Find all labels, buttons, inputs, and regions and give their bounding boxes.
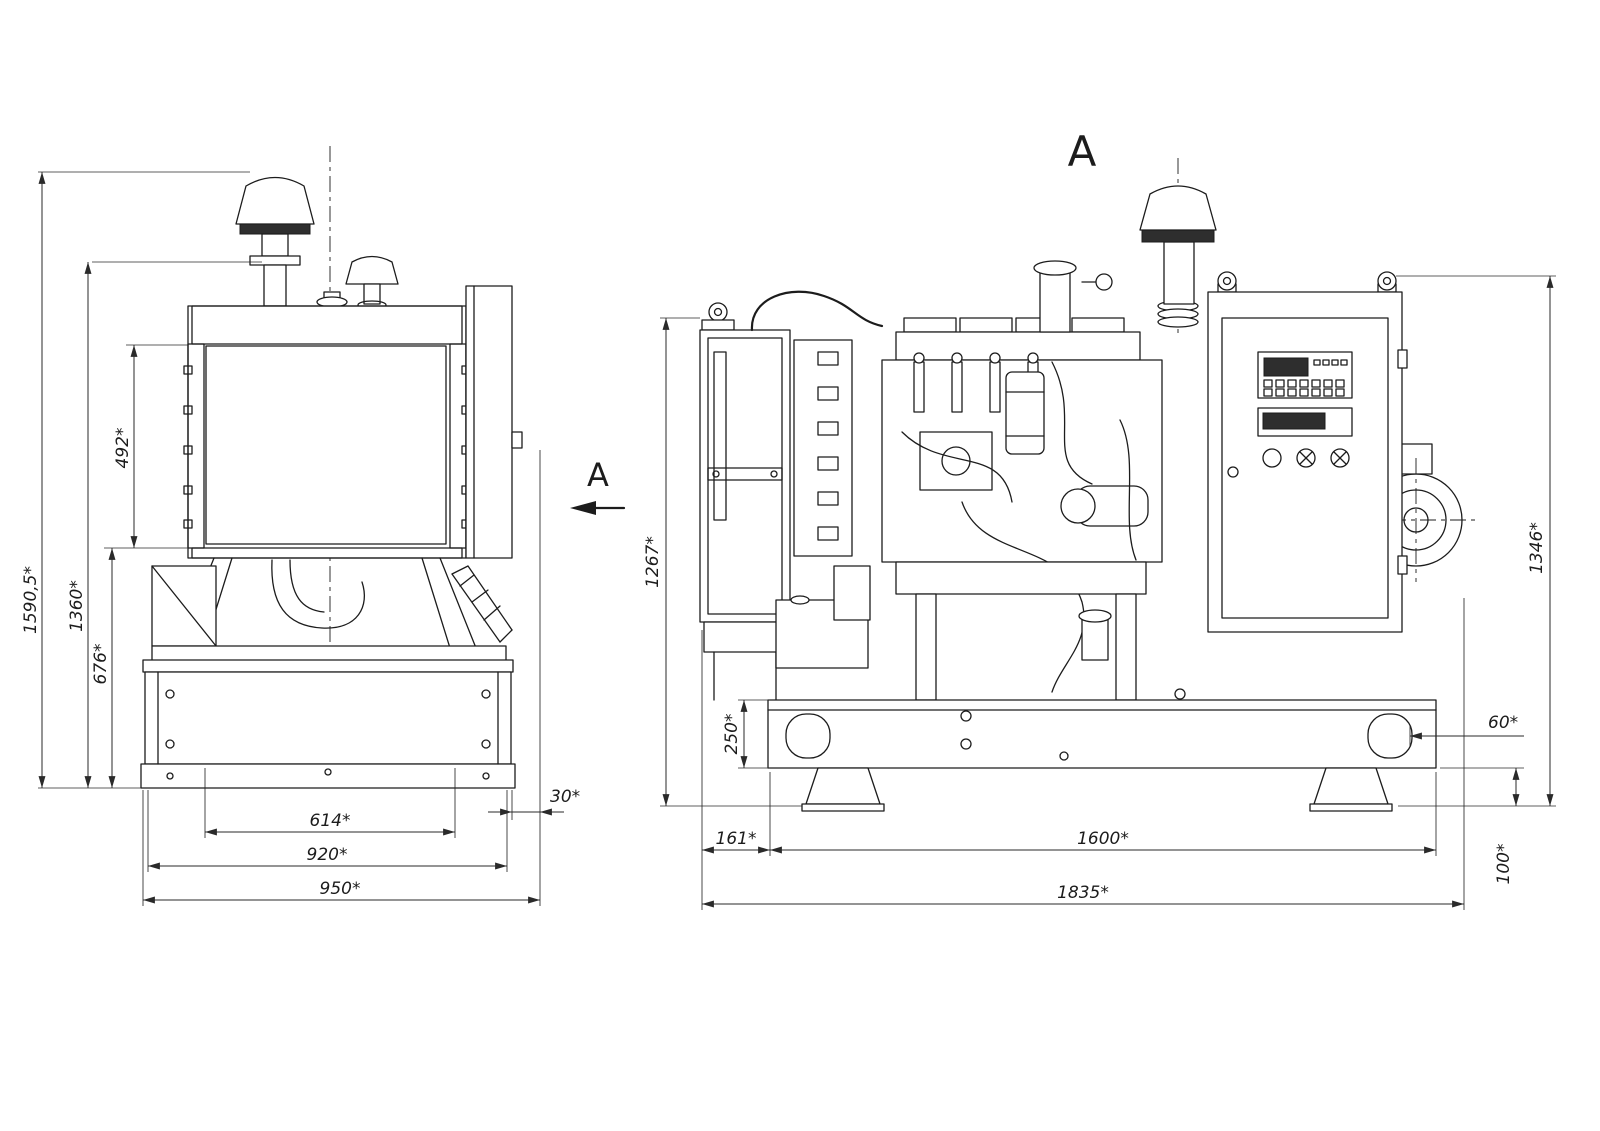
- door-lock: [1227, 466, 1239, 478]
- dim-front-height-to-breather-label: 1360*: [67, 580, 87, 632]
- dim-side-frame-length-label: 1600*: [1077, 829, 1129, 849]
- dim-front-radiator-core: 492*: [113, 345, 138, 548]
- front-breather-cap: [316, 255, 399, 310]
- dim-side-unit-height: 1267*: [643, 318, 670, 806]
- front-extension-lines: [38, 171, 541, 906]
- front-support-frame: [151, 557, 513, 663]
- dim-front-frame-width-label: 920*: [307, 845, 348, 865]
- dim-side-overall-length: 1835*: [702, 883, 1464, 908]
- dim-side-front-overhang-label: 161*: [716, 829, 757, 849]
- dim-side-frame-length: 1600*: [770, 829, 1436, 854]
- side-control-cabinet: [1207, 271, 1408, 633]
- dim-side-frame-height-label: 250*: [722, 714, 742, 755]
- front-exhaust-cap: [235, 176, 315, 307]
- dim-front-overall-height-label: 1590,5*: [21, 566, 41, 634]
- front-view: 1590,5* 1360* 676* 492* 614* 920* 950*: [21, 146, 580, 906]
- dim-side-height-with-eyes: 1346*: [1527, 276, 1554, 806]
- door-hinge-top: [1397, 349, 1408, 369]
- dim-side-foot-height-label: 100*: [1494, 844, 1514, 885]
- dim-front-side-projection: 30*: [488, 787, 580, 816]
- side-engine: [833, 260, 1163, 701]
- side-view: 1267* 250* 161* 1600* 1835* 100* 60* 13: [643, 158, 1556, 910]
- section-label: A: [1068, 127, 1097, 176]
- dim-front-base-to-radiator: 676*: [91, 548, 116, 788]
- side-base-frame: [767, 688, 1437, 812]
- view-direction-arrow: A: [570, 456, 626, 515]
- dim-side-frame-height: 250*: [722, 700, 748, 768]
- door-hinge-bottom: [1397, 555, 1408, 575]
- dim-side-front-overhang: 161*: [702, 829, 770, 854]
- dim-side-foot-height: 100*: [1494, 768, 1520, 885]
- front-radiator: [183, 305, 471, 559]
- front-base-frame: [140, 659, 516, 789]
- dim-front-overall-width-label: 950*: [320, 879, 361, 899]
- dim-front-base-to-radiator-label: 676*: [91, 644, 111, 685]
- dim-front-side-projection-label: 30*: [550, 787, 580, 807]
- dim-side-overall-length-label: 1835*: [1057, 883, 1109, 903]
- controller-display: [1263, 357, 1309, 377]
- dim-front-radiator-core-label: 492*: [113, 428, 133, 469]
- dim-side-lifting-hole-offset-label: 60*: [1488, 713, 1518, 733]
- dim-front-mounting-width: 614*: [205, 811, 455, 836]
- control-panel: [1257, 351, 1353, 468]
- front-side-cabinet: [465, 285, 523, 559]
- dim-front-overall-width: 950*: [143, 879, 540, 904]
- dim-side-lifting-hole-offset: 60*: [1410, 713, 1524, 740]
- dim-front-mounting-width-label: 614*: [310, 811, 351, 831]
- dim-front-height-to-breather: 1360*: [67, 262, 92, 788]
- view-arrow-head: [570, 501, 596, 515]
- dim-side-height-with-eyes-label: 1346*: [1527, 522, 1547, 574]
- dim-side-unit-height-label: 1267*: [643, 536, 663, 588]
- view-arrow-label: A: [587, 456, 609, 494]
- side-fan-shroud: [793, 339, 853, 557]
- dim-front-frame-width: 920*: [148, 845, 507, 870]
- dim-front-overall-height: 1590,5*: [21, 172, 46, 788]
- side-exhaust-stack: [1139, 185, 1217, 328]
